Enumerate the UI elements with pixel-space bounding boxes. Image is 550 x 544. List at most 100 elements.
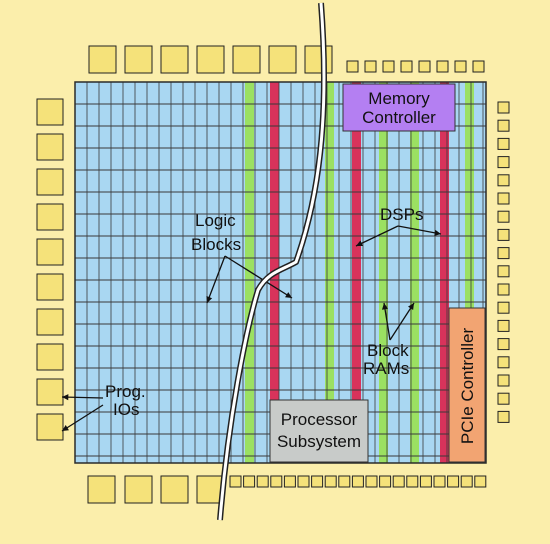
- io-pad-icon: [196, 45, 225, 74]
- callout-arrow-head: [434, 229, 441, 236]
- io-pad-icon: [392, 475, 405, 488]
- io-pad-icon: [382, 60, 395, 73]
- io-pad-icon: [447, 475, 460, 488]
- io-pad-icon: [36, 413, 64, 441]
- io-pad-icon: [497, 301, 510, 314]
- io-pad-icon: [454, 60, 467, 73]
- dsp-column: [352, 82, 361, 463]
- processor-subsystem-label-line1: Processor: [281, 410, 358, 429]
- io-pad-icon: [497, 119, 510, 132]
- io-pad-icon: [311, 475, 324, 488]
- io-pad-icon: [36, 273, 64, 301]
- block-ram-column: [325, 82, 334, 463]
- callout-arrow-head: [408, 303, 414, 310]
- io-pad-icon: [497, 374, 510, 387]
- logic-blocks-label-line2: Blocks: [191, 235, 241, 254]
- io-pad-icon: [124, 45, 153, 74]
- callout-arrow-line: [61, 404, 104, 432]
- memory-controller-block: [342, 83, 456, 132]
- processor-subsystem-label-line2: Subsystem: [277, 432, 361, 451]
- callout-arrow-line: [355, 225, 399, 247]
- callout-arrow-line: [389, 302, 415, 341]
- io-pad-icon: [36, 308, 64, 336]
- io-pad-icon: [497, 356, 510, 369]
- fabric-grid: [74, 81, 487, 464]
- callout-arrow-line: [206, 255, 226, 304]
- io-pad-icon: [497, 338, 510, 351]
- io-pad-icon: [497, 101, 510, 114]
- pcie-controller-label: PCIe Controller: [458, 328, 477, 445]
- io-pad-icon: [351, 475, 364, 488]
- io-pad-icon: [497, 410, 510, 423]
- callout-arrow-line: [224, 255, 293, 299]
- block-rams-label-line2: RAMs: [363, 359, 409, 378]
- prog-ios-label-line2: IOs: [113, 400, 139, 419]
- io-pad-icon: [243, 475, 256, 488]
- io-pad-icon: [270, 475, 283, 488]
- io-pad-icon: [497, 156, 510, 169]
- io-pad-icon: [36, 203, 64, 231]
- io-pad-icon: [283, 475, 296, 488]
- io-pad-icon: [256, 475, 269, 488]
- die-outline: [74, 81, 487, 464]
- block-ram-column: [410, 82, 419, 463]
- callout-arrow-head: [62, 425, 69, 431]
- memory-controller-label-line2: Controller: [362, 108, 436, 127]
- io-pad-icon: [460, 475, 473, 488]
- callout-arrow-line: [61, 396, 104, 399]
- io-pad-icon: [497, 192, 510, 205]
- io-pad-icon: [406, 475, 419, 488]
- callout-arrow-head: [285, 292, 292, 298]
- block-ram-column: [379, 82, 388, 463]
- io-pad-icon: [497, 247, 510, 260]
- processor-subsystem-block: [269, 399, 369, 463]
- logic-blocks-label-line1: Logic: [195, 211, 236, 230]
- io-pad-icon: [497, 137, 510, 150]
- io-pad-icon: [160, 475, 189, 504]
- cut-line-inner: [218, 2, 326, 521]
- io-pad-icon: [497, 319, 510, 332]
- io-pad-icon: [497, 265, 510, 278]
- callout-arrows: [61, 225, 442, 432]
- io-pad-icon: [497, 392, 510, 405]
- io-pad-icon: [497, 210, 510, 223]
- io-pad-icon: [160, 45, 189, 74]
- callout-arrow-head: [356, 240, 363, 247]
- io-pad-icon: [36, 343, 64, 371]
- io-pad-icon: [474, 475, 487, 488]
- io-pad-icon: [379, 475, 392, 488]
- io-pad-icon: [436, 60, 449, 73]
- dsp-column: [440, 82, 449, 463]
- io-pad-icon: [297, 475, 310, 488]
- block-ram-column: [465, 82, 474, 463]
- io-pad-icon: [87, 475, 116, 504]
- io-pad-icon: [88, 45, 117, 74]
- io-pad-icon: [433, 475, 446, 488]
- io-pad-icon: [365, 475, 378, 488]
- dsps-label: DSPs: [380, 205, 423, 224]
- io-pad-icon: [124, 475, 153, 504]
- io-pad-icon: [497, 174, 510, 187]
- io-pad-icon: [36, 238, 64, 266]
- io-pad-icon: [346, 60, 359, 73]
- io-pad-icon: [36, 168, 64, 196]
- io-pad-icon: [324, 475, 337, 488]
- prog-ios-label-line1: Prog.: [105, 382, 146, 401]
- io-pad-icon: [36, 133, 64, 161]
- io-pad-icon: [497, 283, 510, 296]
- io-pad-icon: [364, 60, 377, 73]
- callout-arrow-head: [382, 303, 389, 310]
- io-pad-icon: [36, 378, 64, 406]
- io-pad-icon: [472, 60, 485, 73]
- io-pad-icon: [400, 60, 413, 73]
- block-ram-column: [245, 82, 254, 463]
- io-pad-icon: [232, 45, 261, 74]
- io-pad-icon: [36, 98, 64, 126]
- callout-arrow-line: [397, 225, 442, 235]
- io-pad-icon: [497, 228, 510, 241]
- io-pad-icon: [338, 475, 351, 488]
- memory-controller-label-line1: Memory: [368, 89, 430, 108]
- io-pad-icon: [268, 45, 297, 74]
- io-pad-icon: [304, 45, 333, 74]
